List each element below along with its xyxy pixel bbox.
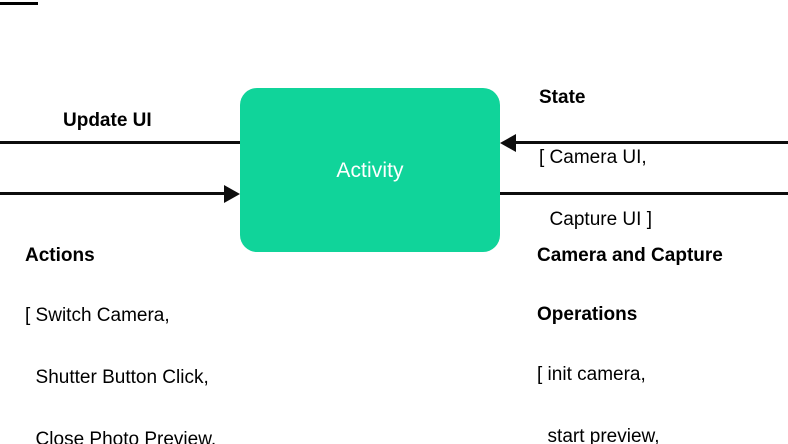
edge-block-camera-operations: Camera and Capture Operations [ init cam… [537, 208, 723, 444]
edge-label-camera-operations-line-1: Camera and Capture [537, 245, 723, 266]
actions-item-1: Shutter Button Click, [25, 367, 209, 388]
arrowhead-actions [224, 185, 240, 203]
actions-item-0: [ Switch Camera, [25, 305, 170, 326]
edge-label-actions: Actions [25, 245, 95, 266]
edge-block-actions: Actions [ Switch Camera, Shutter Button … [25, 208, 255, 444]
state-item-0: [ Camera UI, [539, 147, 647, 168]
edge-label-camera-operations-line-2: Operations [537, 304, 638, 325]
camera-operations-item-1: start preview, [537, 426, 660, 444]
activity-node-label: Activity [336, 158, 404, 182]
activity-node[interactable]: Activity [240, 88, 500, 252]
edge-block-state: State [ Camera UI, Capture UI ] [539, 50, 652, 269]
camera-operations-item-0: [ init camera, [537, 364, 646, 385]
actions-item-2: Close Photo Preview, [25, 429, 217, 444]
edge-line-camera-operations [500, 192, 788, 195]
edge-line-state [516, 141, 788, 144]
edge-line-actions [0, 192, 224, 195]
edge-line-update-ui [0, 141, 240, 144]
edge-label-state: State [539, 87, 586, 108]
state-item-1: Capture UI ] [539, 209, 652, 230]
top-left-rule [0, 2, 38, 5]
edge-label-update-ui: Update UI [63, 110, 152, 131]
arrowhead-state [500, 134, 516, 152]
